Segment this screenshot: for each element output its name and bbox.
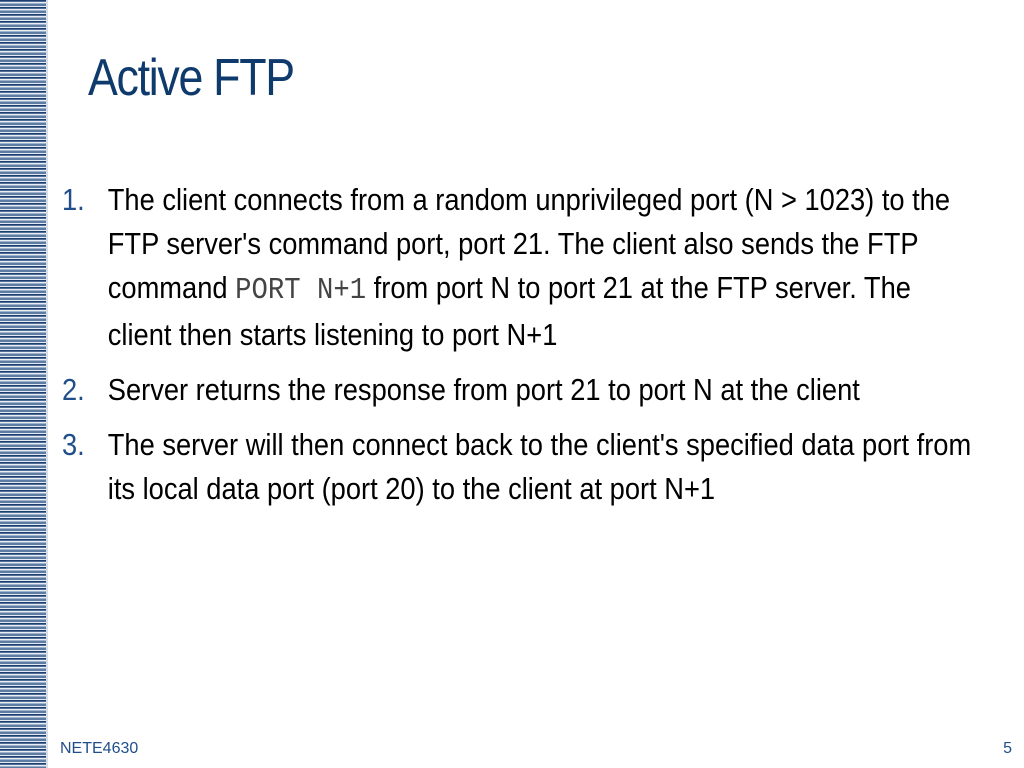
list-item-number: 3. bbox=[62, 427, 85, 462]
list-item: 2. Server returns the response from port… bbox=[62, 368, 979, 412]
list-item-text-part: from port N to port 21 at the FTP server… bbox=[107, 270, 911, 352]
slide-title: Active FTP bbox=[88, 49, 295, 107]
numbered-list: 1. The client connects from a random unp… bbox=[62, 178, 971, 522]
list-item-number: 2. bbox=[62, 372, 85, 407]
list-item-text-part: The client connects from a random unpriv… bbox=[107, 182, 951, 305]
decorative-side-stripe bbox=[0, 0, 48, 768]
inline-code-command: PORT N+1 bbox=[235, 273, 367, 308]
footer-course-code: NETE4630 bbox=[60, 740, 139, 757]
list-item: 3. The server will then connect back to … bbox=[62, 423, 979, 511]
list-item: 1. The client connects from a random unp… bbox=[62, 178, 979, 357]
list-item-text: Server returns the response from port 21… bbox=[107, 372, 860, 407]
list-item-number: 1. bbox=[62, 182, 85, 217]
footer-page-number: 5 bbox=[1003, 740, 1012, 757]
list-item-text: The server will then connect back to the… bbox=[107, 427, 972, 506]
